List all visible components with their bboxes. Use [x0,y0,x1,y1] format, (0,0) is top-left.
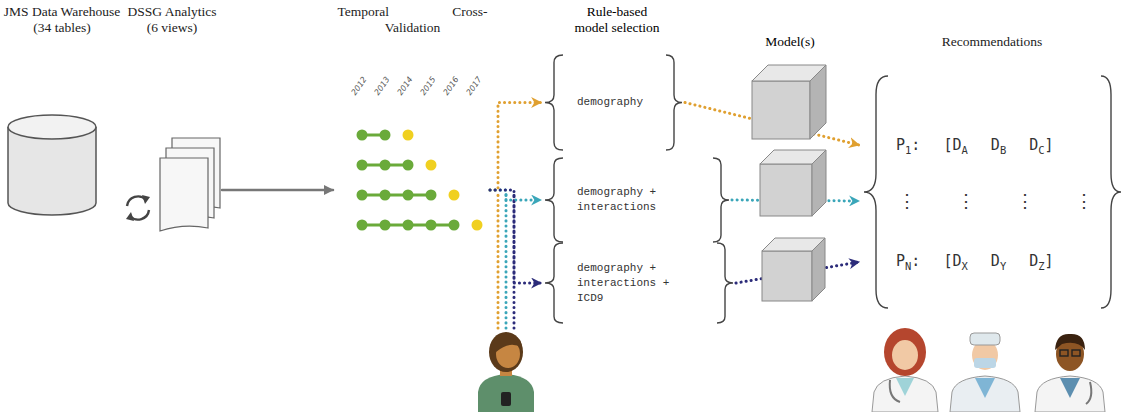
connector [490,190,541,283]
year-label: 2012 [350,75,369,97]
doctor-figures [872,328,1105,412]
analyst-links [498,192,514,328]
year-label: 2014 [396,75,415,97]
feature-set: demography + interactions + ICD9 [577,261,673,306]
sync-icon [126,195,150,221]
subscript: X [961,260,967,272]
node-box: demography [543,55,684,150]
heading: JMS Data Warehouse (34 tables) [0,4,124,35]
feature-set: demography + interactions [577,185,673,215]
curly-brace [545,158,563,242]
column-heading: Model(s) [745,34,835,50]
cv-folds [357,130,483,231]
node-box: DSSG Analytics (6 views) [124,4,220,240]
subscript: B [1000,144,1006,156]
document-stack [160,138,220,231]
year-label: 2015 [419,75,438,97]
curly-brace [545,55,563,150]
subscript: N [905,260,911,272]
database-cylinder [8,115,96,215]
year-label: 2017 [465,75,484,97]
heading: DSSG Analytics (6 views) [124,4,220,35]
subscript: 1 [905,144,911,156]
node-box: demography + interactions + ICD9 [543,243,735,323]
connector [222,189,333,192]
connector [490,103,541,191]
node-box: demography + interactions [543,158,731,242]
curly-brace [545,243,563,323]
column-heading: Rule-based model selection [571,4,663,35]
matrix-row: P1: [DA DB DC] [896,136,1054,154]
curly-brace [1101,76,1121,308]
year-label: 2016 [442,75,461,97]
curly-brace [713,158,729,242]
node-box: RecommendationsP1: [DA DB DC] ⋮ ⋮ ⋮ ⋮ PN: … [860,30,1124,312]
subscript: Z [1038,260,1044,272]
curly-brace [864,76,888,308]
matrix-row: ⋮ ⋮ ⋮ ⋮ [898,190,1093,211]
curly-brace [717,243,733,323]
node-box: Temporal Cross-Validation201220132014201… [335,4,490,254]
heading: Recommendations [860,34,1124,50]
feature-set: demography [577,95,643,110]
subscript: C [1038,144,1044,156]
matrix-row: PN: [DX DY DZ] [896,252,1054,270]
subscript: A [961,144,967,156]
analyst-figure [478,332,534,412]
year-label: 2013 [373,75,392,97]
heading: Temporal Cross-Validation [335,4,490,35]
curly-brace [666,55,682,150]
node-box: JMS Data Warehouse (34 tables) [0,4,124,219]
subscript: Y [1000,260,1006,272]
